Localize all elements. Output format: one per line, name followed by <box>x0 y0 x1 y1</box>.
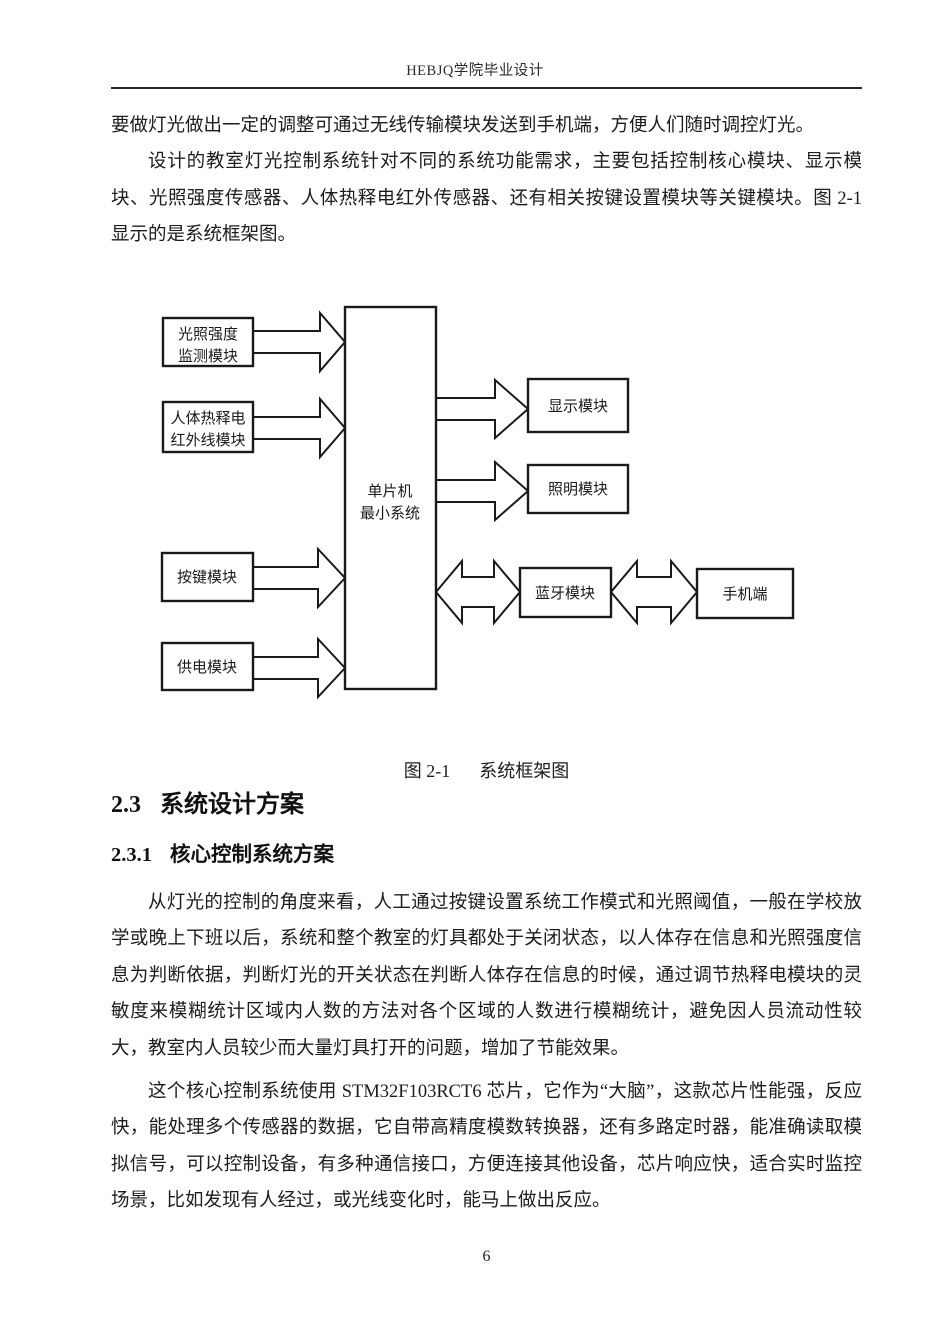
arrow-key-to-mcu <box>252 546 347 610</box>
system-framework-diagram: 光照强度 监测模块 人体热释电 红外线模块 按键模块 供电模块 单片机 最小系统… <box>160 305 795 700</box>
arrow-mcu-bluetooth-bidirectional <box>434 558 522 626</box>
box-display-module <box>526 377 630 434</box>
subsection-title: 核心控制系统方案 <box>170 843 334 866</box>
paragraph-system-overview: 设计的教室灯光控制系统针对不同的系统功能需求，主要包括控制核心模块、显示模块、光… <box>111 152 862 246</box>
box-pir-module <box>161 400 255 454</box>
figure-caption-number: 图 2-1 <box>403 761 451 781</box>
box-power-label: 供电模块 <box>177 659 237 676</box>
paragraph-light-control: 从灯光的控制的角度来看，人工通过按键设置系统工作模式和光照阈值，一般在学校放学或… <box>111 893 862 1059</box>
box-bluetooth-module <box>518 566 613 619</box>
paragraph-block-control-scheme: 从灯光的控制的角度来看，人工通过按键设置系统工作模式和光照阈值，一般在学校放学或… <box>111 885 862 1067</box>
paragraph-continuation: 要做灯光做出一定的调整可通过无线传输模块发送到手机端，方便人们随时调控灯光。 <box>111 116 815 136</box>
subsection-heading-2-3-1: 2.3.1 核心控制系统方案 <box>111 841 334 869</box>
arrow-bluetooth-phone-bidirectional <box>609 558 699 626</box>
box-bluetooth-label: 蓝牙模块 <box>535 585 595 602</box>
box-mcu-minimum-system <box>343 305 438 691</box>
paragraph-stm32-chip: 这个核心控制系统使用 STM32F103RCT6 芯片，它作为“大脑”，这款芯片… <box>111 1082 862 1212</box>
box-lighting-module <box>526 463 630 515</box>
box-power-module <box>160 641 255 692</box>
box-light-sensor-label-line2: 监测模块 <box>178 348 238 365</box>
arrow-mcu-to-lamp <box>435 459 530 523</box>
box-light-sensor-module <box>161 316 255 368</box>
arrow-light-to-mcu <box>252 310 347 374</box>
paragraph-block-chip: 这个核心控制系统使用 STM32F103RCT6 芯片，它作为“大脑”，这款芯片… <box>111 1074 862 1220</box>
box-key-module <box>160 551 255 603</box>
paragraph-block-intro: 要做灯光做出一定的调整可通过无线传输模块发送到手机端，方便人们随时调控灯光。 设… <box>111 108 862 254</box>
arrow-power-to-mcu <box>252 636 347 700</box>
figure-caption: 图 2-1 系统框架图 <box>111 756 862 786</box>
box-light-sensor-label-line1: 光照强度 <box>178 326 238 343</box>
figure-caption-title: 系统框架图 <box>479 761 570 781</box>
subsection-number: 2.3.1 <box>111 844 152 866</box>
box-display-label: 显示模块 <box>548 398 608 415</box>
section-title: 系统设计方案 <box>160 791 304 818</box>
section-heading-2-3: 2.3 系统设计方案 <box>111 789 304 821</box>
box-pir-label-line2: 红外线模块 <box>170 432 245 449</box>
header-divider-line <box>111 87 862 89</box>
box-key-label: 按键模块 <box>177 569 237 586</box>
box-lighting-label: 照明模块 <box>548 481 608 498</box>
page-header-title: HEBJQ学院毕业设计 <box>406 63 544 79</box>
box-pir-label-line1: 人体热释电 <box>170 410 245 427</box>
box-phone-label: 手机端 <box>722 586 767 603</box>
box-phone-client <box>695 567 795 620</box>
arrow-mcu-to-display <box>435 377 530 441</box>
box-mcu-label-line1: 单片机 <box>367 483 412 500</box>
box-mcu-label-line2: 最小系统 <box>360 505 420 522</box>
arrow-pir-to-mcu <box>252 396 347 460</box>
section-number: 2.3 <box>111 792 141 818</box>
page-number: 6 <box>482 1248 491 1265</box>
